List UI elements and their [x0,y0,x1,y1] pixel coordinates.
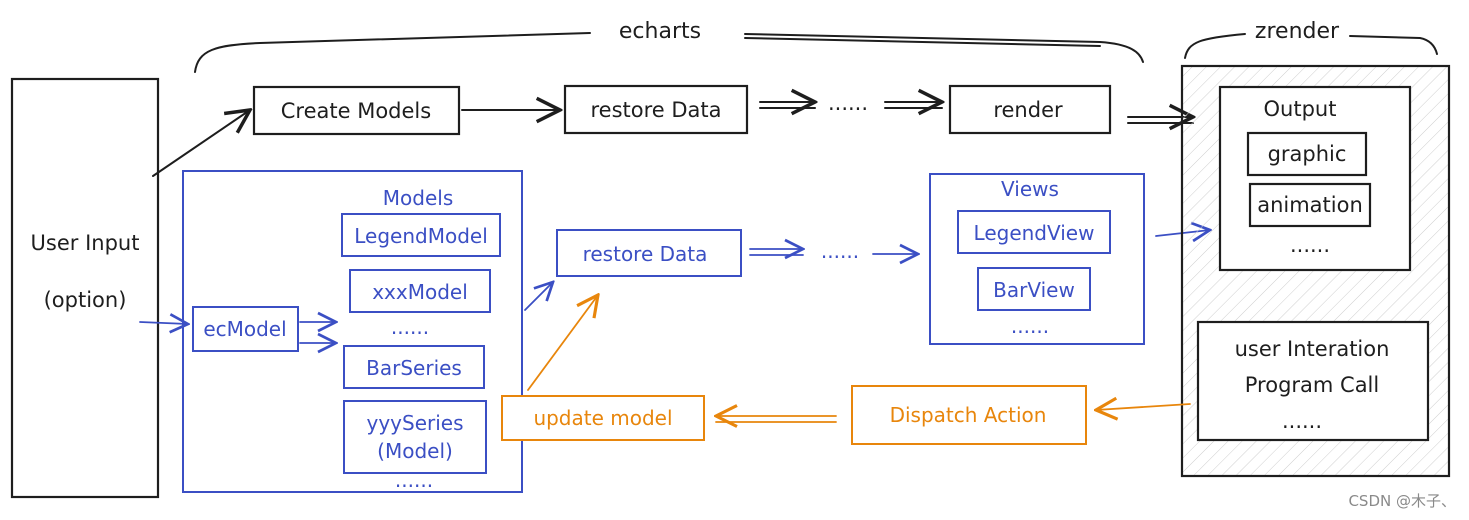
views-ellipsis: ...... [1011,314,1049,338]
zrender-label: zrender [1255,19,1340,44]
output-box: Output graphic animation ...... [1218,85,1412,272]
models-panel: Models ecModel LegendModel xxxModel ....… [182,170,523,493]
bar-series-label: BarSeries [366,356,462,380]
pipeline-ellipsis: ...... [828,91,868,115]
models-middle-ellipsis: ...... [391,315,429,339]
animation-node: animation [1248,182,1372,228]
legend-view-label: LegendView [974,221,1095,245]
dispatch-action-label: Dispatch Action [890,403,1047,427]
yyy-series-model-label: (Model) [377,439,453,463]
models-bottom-ellipsis: ...... [395,468,433,492]
echarts-label: echarts [619,19,701,44]
graphic-node: graphic [1246,131,1368,177]
arrow-models-to-restore [524,282,553,311]
graphic-label: graphic [1268,142,1347,166]
arrow-update-to-restore [527,295,598,391]
legend-view-node: LegendView [957,210,1111,254]
output-ellipsis: ...... [1290,233,1330,257]
legend-model-label: LegendModel [354,224,488,248]
bar-view-label: BarView [993,278,1075,302]
animation-label: animation [1257,193,1363,217]
output-title: Output [1264,97,1337,121]
zrender-brace: zrender [1184,19,1438,59]
ec-model-node: ecModel [192,306,299,352]
watermark: CSDN @木子、 [1348,492,1456,510]
render-label: render [993,98,1063,122]
arrow-option-to-ecmodel [139,322,188,324]
update-model-label: update model [533,406,672,430]
render-node: render [948,84,1112,135]
restore-data-label: restore Data [590,98,721,122]
ec-model-label: ecModel [203,317,286,341]
views-title: Views [1001,177,1059,201]
user-interaction-box: user Interation Program Call ...... [1196,320,1430,442]
yyy-series-label: yyySeries [366,411,463,435]
user-input-label: User Input [31,231,140,255]
zrender-panel: Output graphic animation ...... user Int… [1180,64,1451,478]
models-title: Models [383,186,453,210]
views-panel: Views LegendView BarView ...... [929,173,1145,345]
create-models-label: Create Models [281,99,431,123]
restore-data-node: restore Data [563,84,749,135]
blue-restore-data-label: restore Data [583,242,708,266]
dispatch-action-node: Dispatch Action [851,385,1087,445]
xxx-model-label: xxxModel [372,280,468,304]
user-interaction-label: user Interation [1235,337,1390,361]
user-input-box: User Input (option) [10,77,160,499]
xxx-model-node: xxxModel [349,269,491,313]
blue-restore-data-node: restore Data [556,229,742,277]
echarts-brace: echarts [194,19,1144,73]
legend-model-node: LegendModel [341,213,501,257]
bar-view-node: BarView [977,267,1091,311]
interaction-ellipsis: ...... [1282,409,1322,433]
arrow-interaction-to-dispatch [1096,404,1191,410]
user-input-option-label: (option) [44,288,127,312]
blue-flow-ellipsis: ...... [821,239,859,263]
arrow-user-to-create [152,110,250,177]
update-model-node: update model [501,395,705,441]
create-models-node: Create Models [252,85,461,136]
yyy-series-node: yyySeries (Model) [343,400,487,474]
bar-series-node: BarSeries [343,345,485,389]
program-call-label: Program Call [1245,373,1379,397]
